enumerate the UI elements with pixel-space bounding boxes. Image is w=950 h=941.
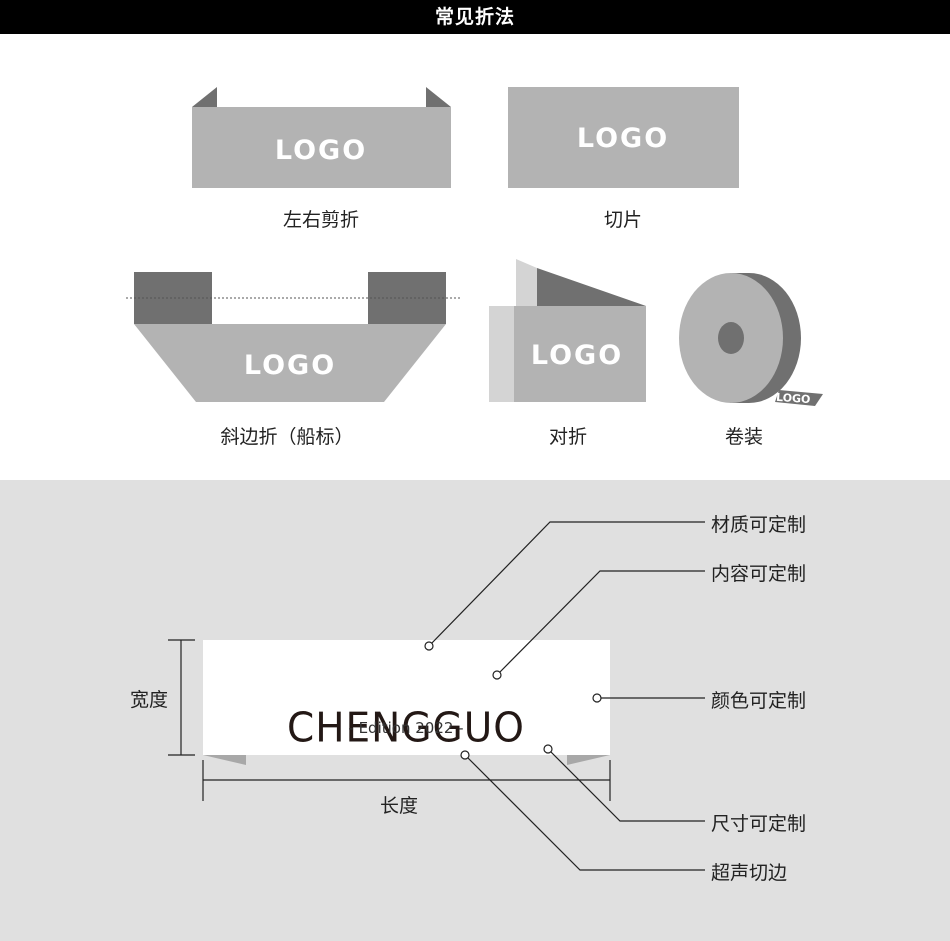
header-bar xyxy=(0,0,950,34)
callout-dot xyxy=(424,641,434,651)
page-title: 常见折法 xyxy=(434,6,515,28)
fold-back-light xyxy=(516,259,537,306)
fold-bevel: LOGO xyxy=(126,272,462,402)
roll-core xyxy=(718,322,744,354)
label-corner-left xyxy=(203,755,246,765)
fold-center: LOGO xyxy=(489,259,646,402)
caption-roll: 卷装 xyxy=(724,426,763,448)
fold-flap-left xyxy=(192,87,217,107)
sample-label xyxy=(203,640,610,755)
label-body xyxy=(508,87,739,188)
label-body xyxy=(192,107,451,188)
fold-left-right-cut: LOGO xyxy=(192,87,451,188)
length-label: 长度 xyxy=(380,795,419,817)
fold-flap-right xyxy=(426,87,451,107)
label-body xyxy=(514,306,646,402)
leader-material xyxy=(428,521,705,647)
leader-size xyxy=(547,748,705,822)
label-corner-right xyxy=(567,755,610,765)
leader-content xyxy=(496,570,705,676)
callout-edge: 超声切边 xyxy=(711,862,788,884)
logo-text: LOGO xyxy=(531,340,623,371)
logo-text: LOGO xyxy=(275,135,367,166)
fold-tab-left xyxy=(134,272,212,324)
width-label: 宽度 xyxy=(130,689,169,711)
caption-center-fold: 对折 xyxy=(548,426,587,448)
fold-roll: LOGO xyxy=(679,273,823,406)
brand-text: CHENGGUO xyxy=(287,704,525,751)
logo-text: LOGO xyxy=(776,391,811,406)
spec-diagram: CHENGGUO - Edition 2022 - xyxy=(168,521,705,871)
fold-back-dark xyxy=(537,268,646,306)
callout-content: 内容可定制 xyxy=(711,563,807,585)
callout-color: 颜色可定制 xyxy=(711,690,807,712)
fold-side-light xyxy=(489,306,514,402)
callout-dot xyxy=(492,670,502,680)
callout-dot xyxy=(460,750,470,760)
logo-text: LOGO xyxy=(244,350,336,381)
logo-text: LOGO xyxy=(577,123,669,154)
edition-text: - Edition 2022 - xyxy=(348,719,463,737)
caption-left-right-cut: 左右剪折 xyxy=(282,209,359,231)
caption-bevel-fold: 斜边折（船标） xyxy=(220,426,354,448)
fold-slice: LOGO xyxy=(508,87,739,188)
leader-edge xyxy=(464,754,705,871)
callout-size: 尺寸可定制 xyxy=(711,813,807,835)
callout-material: 材质可定制 xyxy=(711,514,807,536)
caption-slice: 切片 xyxy=(603,209,642,231)
callout-dot xyxy=(592,693,602,703)
label-body xyxy=(134,324,446,402)
roll-tail xyxy=(775,390,823,406)
callout-dot xyxy=(543,744,553,754)
